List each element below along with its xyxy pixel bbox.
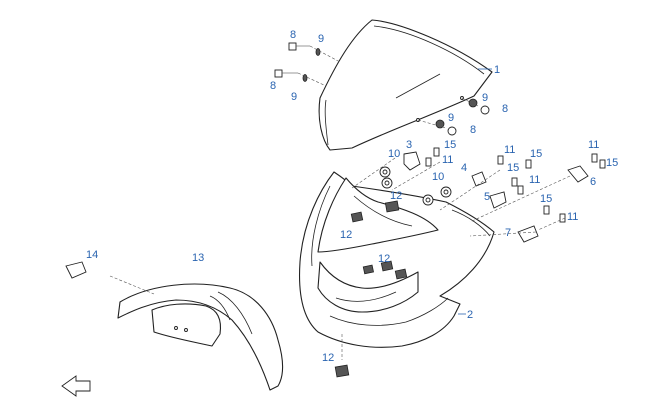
callout-15-a: 15	[444, 139, 456, 151]
screw-15-e	[543, 205, 550, 215]
front-fairing	[299, 171, 495, 348]
bracket-5	[489, 191, 507, 209]
svg-text:12: 12	[390, 190, 402, 202]
callout-9-b: 9	[291, 91, 297, 103]
grommet-10-upper	[379, 166, 393, 189]
svg-text:11: 11	[588, 139, 599, 151]
grommet-10-lower	[422, 186, 452, 206]
svg-text:12: 12	[378, 253, 390, 265]
svg-text:9: 9	[318, 33, 324, 45]
callout-11-d: 11	[588, 139, 599, 151]
screw-15-b	[525, 159, 532, 169]
callout-5: 5	[484, 191, 490, 203]
svg-text:9: 9	[482, 92, 488, 104]
callout-8-d: 8	[470, 124, 476, 136]
nut-8-right-upper	[480, 105, 490, 115]
callout-15-e: 15	[540, 193, 552, 205]
callout-8-a: 8	[290, 29, 296, 41]
washer-9-right-upper	[468, 98, 478, 108]
washer-9-lower	[302, 74, 308, 82]
screw-11-a	[425, 157, 432, 167]
svg-text:15: 15	[540, 193, 552, 205]
svg-text:11: 11	[504, 144, 515, 156]
callout-6: 6	[590, 176, 596, 188]
svg-text:15: 15	[606, 157, 618, 169]
screw-15-a	[433, 147, 440, 157]
front-fender	[117, 283, 284, 391]
svg-text:11: 11	[442, 154, 453, 166]
front-direction-arrow-icon	[61, 375, 91, 397]
svg-text:8: 8	[502, 103, 508, 115]
screw-11-c	[517, 185, 524, 195]
bracket-7	[517, 225, 539, 243]
callout-2: 2	[458, 309, 473, 321]
screw-8-upper	[288, 42, 310, 51]
clip-12-upper	[384, 200, 400, 213]
callout-9-d: 9	[448, 112, 454, 124]
callout-11-e: 11	[567, 211, 578, 223]
svg-text:12: 12	[340, 229, 352, 241]
svg-text:5: 5	[484, 191, 490, 203]
svg-text:6: 6	[590, 176, 596, 188]
clip-14	[65, 261, 87, 279]
screw-8-lower	[274, 69, 298, 78]
callout-15-b: 15	[530, 148, 542, 160]
callout-3: 3	[406, 139, 412, 151]
nut-8-right-lower	[447, 126, 457, 136]
svg-text:9: 9	[448, 112, 454, 124]
callout-10-b: 10	[432, 171, 444, 183]
svg-text:15: 15	[530, 148, 542, 160]
callout-4: 4	[461, 162, 467, 174]
callout-8-b: 8	[270, 80, 276, 92]
svg-text:12: 12	[322, 352, 334, 364]
callout-12-d: 12	[322, 352, 334, 364]
svg-text:1: 1	[494, 64, 500, 76]
callout-7: 7	[505, 227, 511, 239]
callout-12-a: 12	[390, 190, 402, 202]
svg-text:14: 14	[86, 249, 98, 261]
svg-text:10: 10	[432, 171, 444, 183]
svg-text:15: 15	[507, 162, 519, 174]
callout-9-c: 9	[482, 92, 488, 104]
callout-15-c: 15	[507, 162, 519, 174]
washer-9-upper	[315, 48, 321, 56]
svg-text:8: 8	[470, 124, 476, 136]
svg-text:11: 11	[529, 174, 540, 186]
svg-text:3: 3	[406, 139, 412, 151]
bracket-6	[567, 165, 589, 183]
callout-12-b: 12	[340, 229, 352, 241]
callout-11-b: 11	[504, 144, 515, 156]
svg-text:7: 7	[505, 227, 511, 239]
callout-12-c: 12	[378, 253, 390, 265]
svg-text:8: 8	[270, 80, 276, 92]
clip-4	[471, 171, 487, 187]
windshield	[318, 19, 493, 151]
callout-11-c: 11	[529, 174, 540, 186]
screw-15-d	[599, 159, 606, 169]
screw-11-d	[591, 153, 598, 163]
svg-text:10: 10	[388, 148, 400, 160]
screw-11-b	[497, 155, 504, 165]
svg-text:4: 4	[461, 162, 467, 174]
svg-text:13: 13	[192, 252, 204, 264]
screw-15-c	[511, 177, 518, 187]
bracket-3	[403, 151, 421, 171]
callout-10-a: 10	[388, 148, 400, 160]
callout-11-a: 11	[442, 154, 453, 166]
callout-1: 1	[478, 64, 500, 76]
screw-11-e	[559, 213, 566, 223]
callout-9-a: 9	[318, 33, 324, 45]
svg-text:15: 15	[444, 139, 456, 151]
svg-text:8: 8	[290, 29, 296, 41]
clip-12-bottom	[334, 364, 350, 378]
svg-text:2: 2	[467, 309, 473, 321]
callout-13: 13	[192, 252, 204, 264]
callout-14: 14	[86, 249, 98, 261]
callout-8-c: 8	[502, 103, 508, 115]
callout-15-d: 15	[606, 157, 618, 169]
svg-text:9: 9	[291, 91, 297, 103]
svg-text:11: 11	[567, 211, 578, 223]
